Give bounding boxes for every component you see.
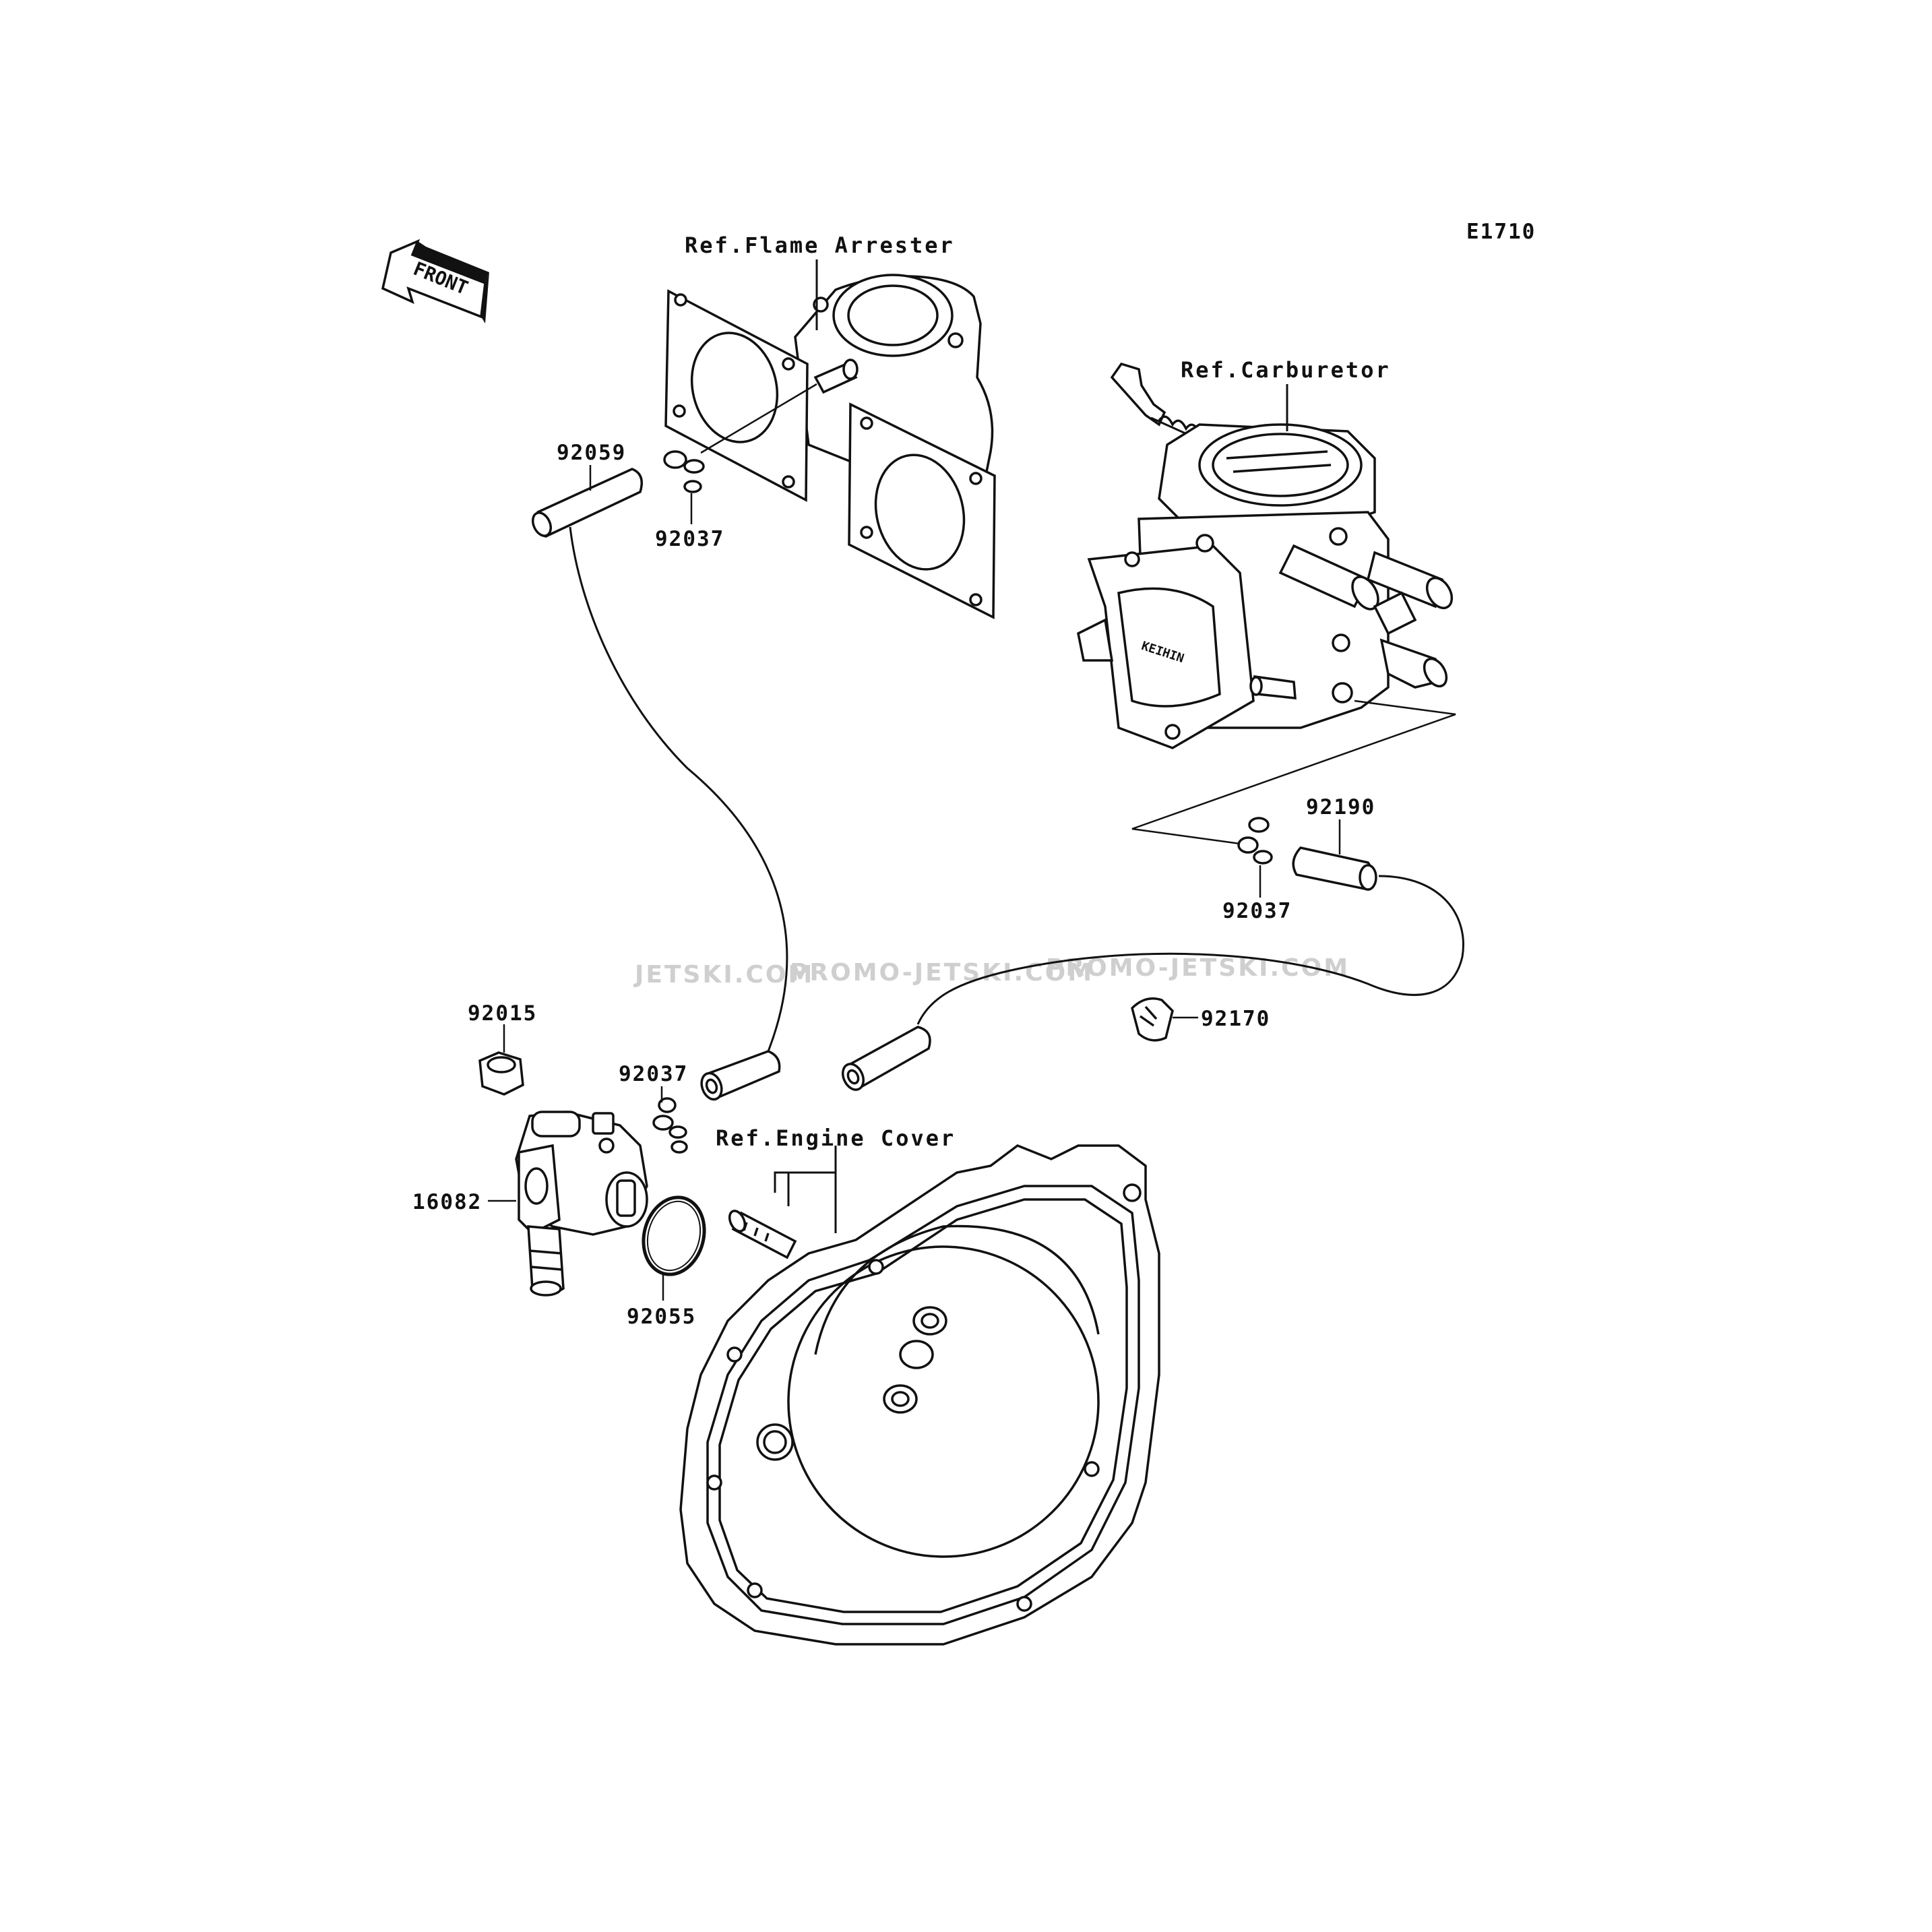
flame-arrester-part [664, 259, 996, 619]
clip-92170-part [1131, 997, 1174, 1042]
part-number-92037-pump: 92037 [619, 1062, 688, 1086]
part-number-16082: 16082 [412, 1190, 482, 1214]
hose-92059-part [531, 468, 643, 538]
hose-line-left [569, 526, 788, 1052]
nut-92015-part [478, 1051, 524, 1096]
pump-hose-right-part [842, 1026, 931, 1091]
part-number-92015: 92015 [468, 1001, 537, 1026]
part-number-92037-upper: 92037 [655, 527, 724, 551]
diagram-code: E1710 [1466, 220, 1536, 244]
fuel-pump-16082-part [515, 1111, 648, 1297]
part-number-92055: 92055 [627, 1305, 696, 1329]
engine-cover-part [679, 1144, 1160, 1646]
watermark: JETSKI.COM [633, 961, 814, 989]
clamp-92037-upper-part [663, 450, 705, 493]
part-number-92059: 92059 [557, 441, 626, 465]
clamp-92037-right-part [1237, 817, 1273, 865]
part-number-92190: 92190 [1306, 795, 1375, 819]
clamp-92037-pump-part [652, 1097, 688, 1154]
part-number-92170: 92170 [1201, 1007, 1270, 1031]
pump-hose-left-part [700, 1050, 781, 1101]
hose-line-right [916, 875, 1464, 1025]
ref-carburetor-label: Ref.Carburetor [1181, 357, 1391, 383]
ref-flame-arrester-label: Ref.Flame Arrester [685, 232, 955, 258]
carburetor-part: KEIHIN [1077, 362, 1454, 749]
hose-92190-part [1292, 846, 1377, 891]
watermark: PROMO-JETSKI.COM [1046, 954, 1350, 982]
front-arrow-icon: FRONT [381, 239, 489, 323]
part-number-92037-right: 92037 [1222, 899, 1292, 923]
ref-engine-cover-label: Ref.Engine Cover [716, 1125, 956, 1151]
